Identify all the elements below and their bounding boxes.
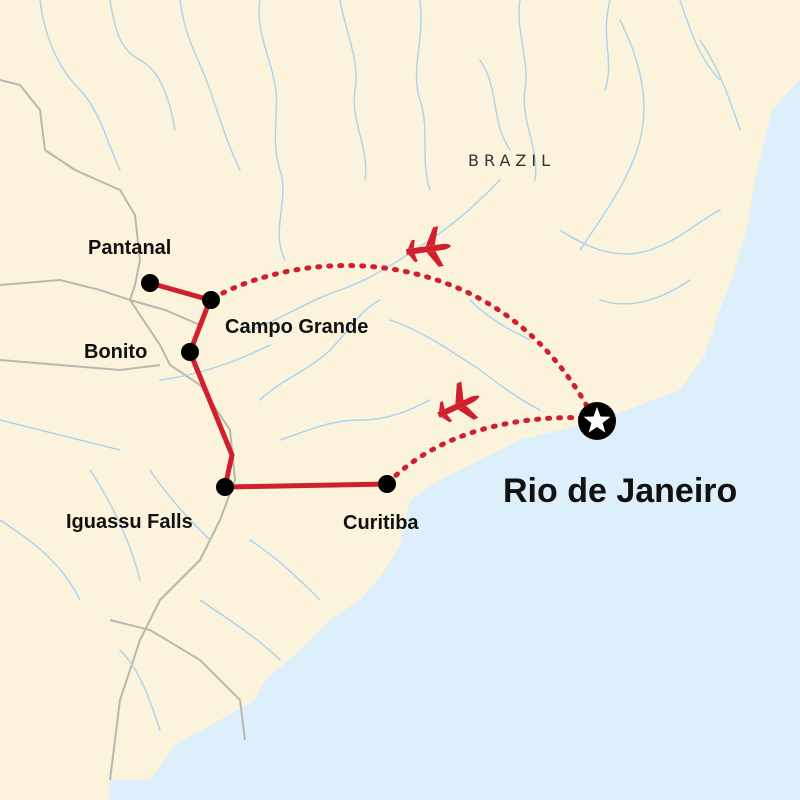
stop-label: Pantanal: [88, 237, 171, 259]
stop-iguassu-falls: Iguassu Falls: [66, 478, 234, 533]
stop-curitiba: Curitiba: [343, 475, 419, 534]
overland-route: [147, 280, 390, 490]
ocean: [110, 0, 800, 800]
star-icon: [578, 402, 616, 440]
stop-marker: [181, 343, 199, 361]
stop-pantanal: Pantanal: [88, 237, 171, 292]
stop-label: Iguassu Falls: [66, 511, 193, 533]
airplane-icon: [405, 226, 451, 267]
country-label: BRAZIL: [468, 151, 555, 170]
rivers: [0, 0, 741, 731]
stop-label: Curitiba: [343, 512, 419, 534]
flight-route-curitiba-rio: [385, 415, 591, 486]
stop-marker: [141, 274, 159, 292]
stop-label: Bonito: [84, 341, 147, 363]
stop-label: Campo Grande: [225, 316, 368, 338]
stop-campo-grande: Campo Grande: [202, 291, 368, 338]
stop-marker: [378, 475, 396, 493]
start-rio-de-janeiro: Rio de Janeiro: [503, 402, 737, 510]
flight-route-rio-campo-grande: [210, 263, 591, 411]
flight-routes: [210, 263, 591, 486]
country-borders: [0, 79, 246, 781]
start-label: Rio de Janeiro: [503, 472, 737, 510]
stop-marker: [216, 478, 234, 496]
stop-bonito: Bonito: [84, 341, 199, 363]
airplane-icon: [437, 381, 480, 423]
stop-marker: [202, 291, 220, 309]
